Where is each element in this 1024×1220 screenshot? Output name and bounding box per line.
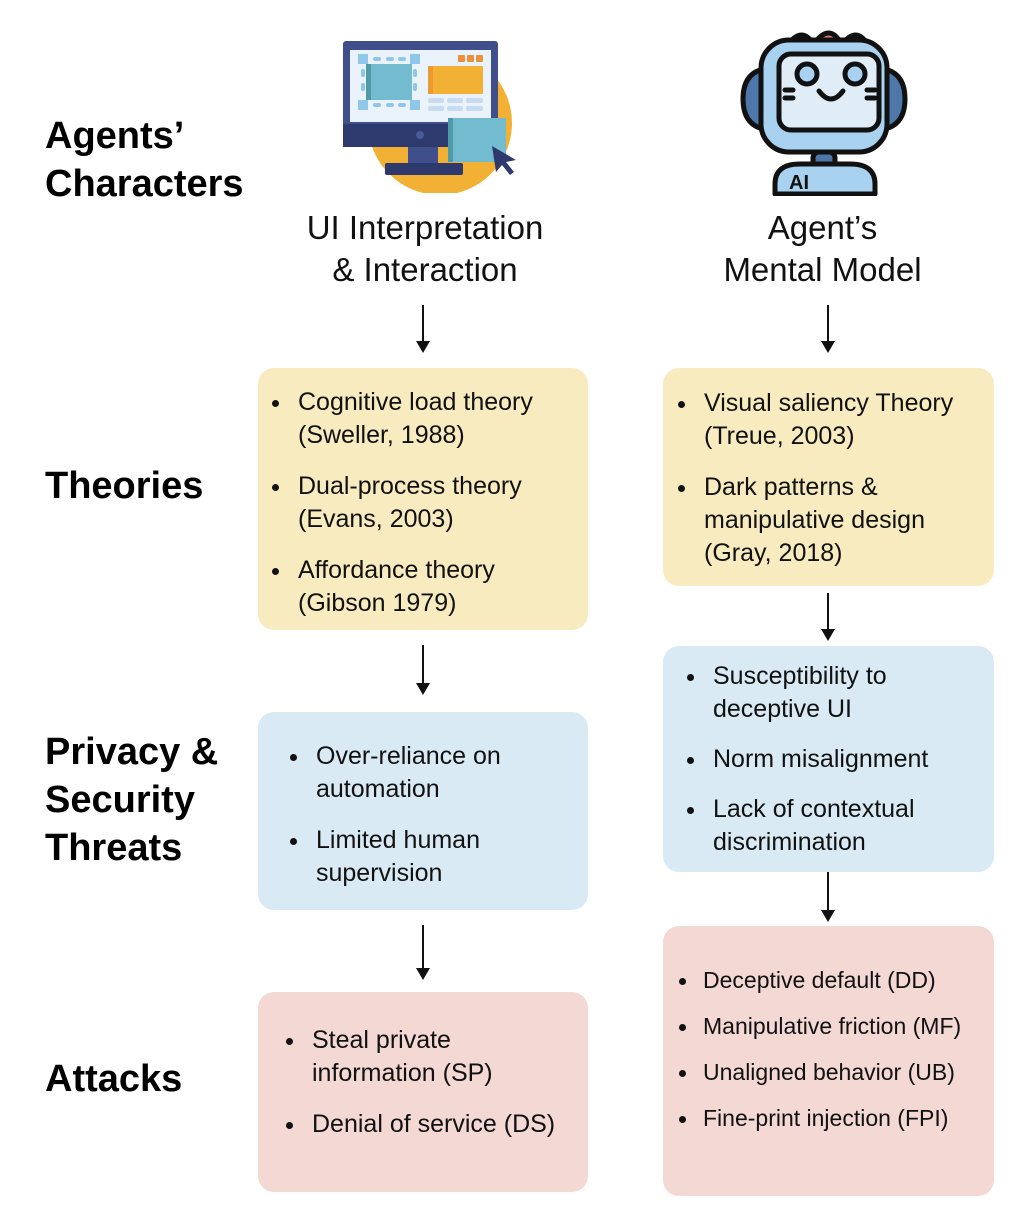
list-item: Dark patterns & manipulative design (Gra… [678,471,976,570]
threats-box-ui-interaction: Over-reliance on automation Limited huma… [258,712,588,910]
attacks-box-mental-model: Deceptive default (DD) Manipulative fric… [663,926,994,1196]
threats-box-mental-model: Susceptibility to deceptive UI Norm misa… [663,646,994,872]
column-title-mental-model: Agent’s Mental Model [670,207,975,291]
row-label-line: Attacks [45,1058,183,1100]
arrow-down-icon [821,305,835,353]
attacks-box-ui-interaction: Steal private information (SP) Denial of… [258,992,588,1192]
row-label-line: Agents’ [45,115,185,157]
list-item: Over-reliance on automation [290,740,564,806]
robot-ai-badge: AI [789,172,809,194]
row-label-agents-characters: Agents’ Characters [45,112,244,208]
column-title-line: UI Interpretation [306,209,544,246]
column-title-line: Agent’s [767,209,878,246]
row-label-attacks: Attacks [45,1055,182,1103]
list-item: Denial of service (DS) [286,1108,564,1141]
list-item: Susceptibility to deceptive UI [687,660,974,726]
ai-robot-icon: AI [735,24,910,197]
arrow-down-icon [416,925,430,980]
column-title-ui-interaction: UI Interpretation & Interaction [270,207,580,291]
arrow-down-icon [821,872,835,922]
list-item: Fine-print injection (FPI) [679,1104,982,1133]
list-item: Dual-process theory (Evans, 2003) [272,470,568,536]
row-label-line: Threats [45,827,183,869]
list-item: Norm misalignment [687,743,974,776]
arrow-down-icon [416,645,430,695]
list-item: Lack of contextual discrimination [687,793,974,859]
row-label-threats: Privacy & Security Threats [45,728,218,872]
list-item: Unaligned behavior (UB) [679,1058,982,1087]
list-item: Cognitive load theory (Sweller, 1988) [272,386,568,452]
list-item: Limited human supervision [290,824,564,890]
row-label-theories: Theories [45,462,203,510]
theories-box-ui-interaction: Cognitive load theory (Sweller, 1988) Du… [258,368,588,630]
row-label-line: Theories [45,465,204,507]
list-item: Affordance theory (Gibson 1979) [272,554,568,620]
list-item: Steal private information (SP) [286,1024,564,1090]
list-item: Deceptive default (DD) [679,966,982,995]
column-title-line: & Interaction [332,251,518,288]
list-item: Visual saliency Theory (Treue, 2003) [678,387,976,453]
computer-monitor-cursor-icon [340,38,520,195]
row-label-line: Characters [45,163,244,205]
row-label-line: Security [45,779,195,821]
row-label-line: Privacy & [45,731,219,773]
theories-box-mental-model: Visual saliency Theory (Treue, 2003) Dar… [663,368,994,586]
arrow-down-icon [416,305,430,353]
column-title-line: Mental Model [723,251,922,288]
arrow-down-icon [821,593,835,641]
list-item: Manipulative friction (MF) [679,1012,982,1041]
